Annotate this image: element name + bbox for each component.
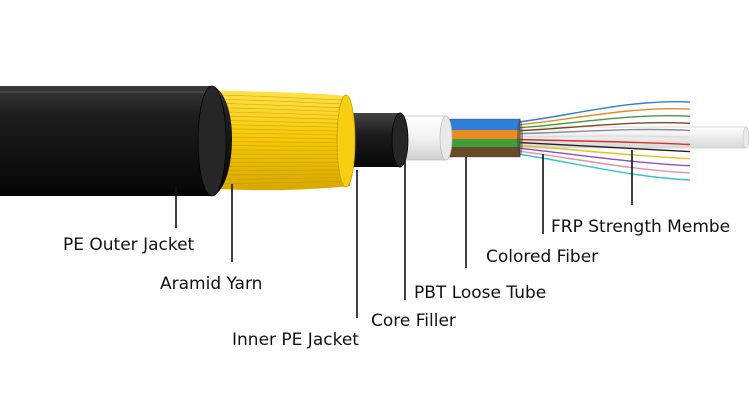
aramid-strand bbox=[214, 157, 344, 159]
aramid-strand bbox=[214, 136, 344, 140]
aramid-yarn bbox=[205, 90, 356, 191]
label-pe-outer-jacket: PE Outer Jacket bbox=[63, 235, 195, 255]
fiber-strand-white bbox=[517, 135, 691, 139]
aramid-strand bbox=[214, 145, 344, 148]
aramid-strand bbox=[214, 140, 344, 144]
aramid-strand bbox=[214, 165, 344, 168]
label-colored-fiber: Colored Fiber bbox=[486, 247, 598, 267]
fiber-strand-black bbox=[517, 141, 691, 153]
aramid-strand bbox=[214, 103, 344, 109]
fiber-strand-blue bbox=[517, 100, 691, 123]
label-aramid-yarn: Aramid Yarn bbox=[160, 274, 262, 294]
aramid-strand bbox=[214, 128, 344, 132]
aramid-strand bbox=[214, 177, 344, 180]
fiber-strand-yellow bbox=[517, 144, 691, 160]
leader-lines bbox=[175, 150, 633, 318]
label-frp-strength-member: FRP Strength Membe bbox=[551, 217, 730, 237]
aramid-strand bbox=[214, 119, 344, 124]
aramid-strand bbox=[214, 115, 344, 120]
fiber-strand-red bbox=[517, 138, 691, 146]
fiber-strand-orange bbox=[517, 108, 691, 126]
aramid-strand bbox=[214, 153, 344, 155]
fiber-strand-rose bbox=[517, 150, 691, 174]
label-inner-pe-jacket: Inner PE Jacket bbox=[232, 330, 359, 350]
inner-pe-jacket bbox=[345, 112, 409, 168]
pe-outer-jacket bbox=[0, 85, 232, 197]
aramid-strand bbox=[214, 132, 344, 136]
pbt-loose-tube bbox=[445, 118, 523, 158]
fiber-strand-green bbox=[517, 115, 691, 129]
aramid-strand bbox=[214, 149, 344, 152]
aramid-strand bbox=[214, 124, 344, 128]
fiber-strand-slate bbox=[517, 128, 691, 135]
aramid-strand bbox=[214, 94, 344, 101]
fiber-strand-brown bbox=[517, 121, 691, 132]
aramid-strand bbox=[214, 107, 344, 113]
aramid-strand bbox=[214, 173, 344, 176]
aramid-strand bbox=[214, 98, 344, 105]
frp-strength-member bbox=[469, 126, 750, 149]
aramid-strand bbox=[214, 181, 344, 184]
colored-fibers bbox=[517, 100, 691, 181]
fiber-strand-aqua bbox=[517, 153, 691, 181]
aramid-strand bbox=[214, 169, 344, 172]
label-pbt-loose-tube: PBT Loose Tube bbox=[414, 283, 546, 303]
fiber-strand-violet bbox=[517, 147, 691, 167]
callout-labels: PE Outer Jacket Aramid Yarn Inner PE Jac… bbox=[63, 217, 730, 350]
aramid-strand bbox=[214, 111, 344, 116]
label-core-filler: Core Filler bbox=[371, 311, 456, 331]
